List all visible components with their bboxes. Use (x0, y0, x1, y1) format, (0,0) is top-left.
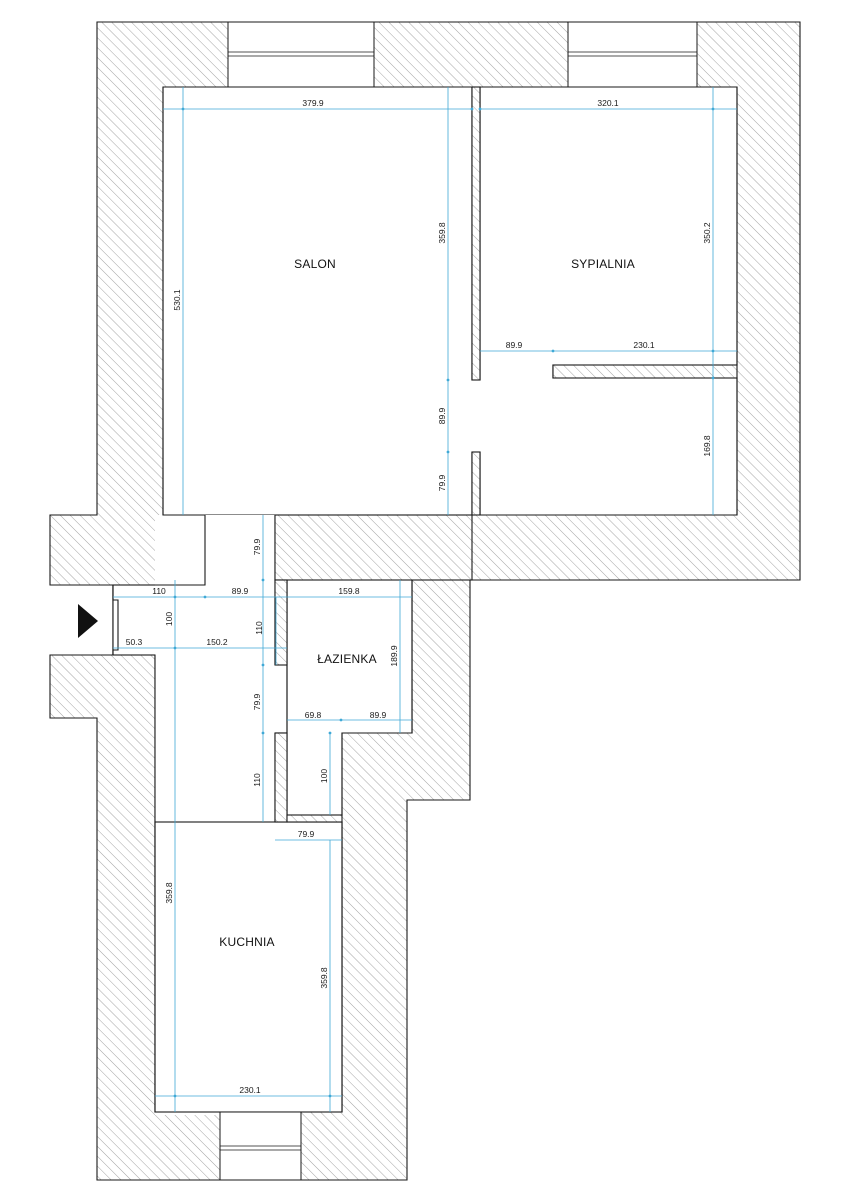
dimension-lines (113, 87, 737, 1112)
wall-bath-left (274, 579, 288, 666)
dim-lazienka-height: 189.9 (389, 645, 399, 667)
dim-hall-b: 150.2 (206, 637, 228, 647)
dim-lazienka-low-a: 69.8 (305, 710, 322, 720)
dim-kuchnia-height-left: 359.8 (164, 882, 174, 904)
room-label-lazienka: ŁAZIENKA (317, 652, 377, 666)
window-salon (227, 21, 375, 88)
room-labels: SALON SYPIALNIA ŁAZIENKA KUCHNIA (219, 257, 635, 949)
dim-kuchnia-door: 110 (252, 773, 262, 787)
dim-sypialnia-gap-a: 89.9 (506, 340, 523, 350)
dim-kuchnia-pier: 79.9 (298, 829, 315, 839)
room-label-sypialnia: SYPIALNIA (571, 257, 635, 271)
wall-syp-closet (552, 364, 738, 379)
dim-closet-height: 169.8 (702, 435, 712, 457)
dim-sypialnia-height: 350.2 (702, 222, 712, 244)
dimension-ticks (173, 107, 715, 1098)
dim-sypialnia-gap-b: 230.1 (633, 340, 655, 350)
wall-salon-syp-upper (471, 86, 481, 381)
dim-hall-a: 50.3 (126, 637, 143, 647)
dim-hall-pier-top: 79.9 (252, 538, 262, 555)
wall-niche-bottom (286, 814, 343, 823)
dim-hall-pier-bottom: 79.9 (252, 693, 262, 710)
interior-walls (274, 86, 738, 823)
interior-floor (112, 86, 738, 1115)
window-sypialnia (567, 21, 698, 88)
dim-salon-door: 89.9 (437, 407, 447, 424)
window-kuchnia (219, 1111, 302, 1181)
dim-lazienka-width: 159.8 (338, 586, 360, 596)
dim-salon-inner-height: 359.8 (437, 222, 447, 244)
entrance-arrow-icon (78, 604, 98, 638)
dimension-labels: 379.9 320.1 530.1 359.8 350.2 89.9 230.1… (126, 98, 712, 1095)
windows (219, 21, 698, 1181)
dim-entry-mid: 89.9 (232, 586, 249, 596)
room-label-salon: SALON (294, 257, 336, 271)
dim-niche-depth: 100 (319, 769, 329, 783)
dim-salon-height: 530.1 (172, 289, 182, 311)
kuchnia-floor (154, 821, 343, 1113)
dim-kuchnia-height-right: 359.8 (319, 967, 329, 989)
dim-lazienka-low-b: 89.9 (370, 710, 387, 720)
wall-salon-syp-lower (471, 451, 481, 516)
dim-salon-width: 379.9 (302, 98, 324, 108)
wall-niche-left (274, 732, 288, 823)
dim-sypialnia-width: 320.1 (597, 98, 619, 108)
dim-kuchnia-width: 230.1 (239, 1085, 261, 1095)
dim-lazienka-door: 110 (254, 621, 264, 635)
dim-entry-depth: 100 (164, 612, 174, 626)
dim-salon-pier: 79.9 (437, 474, 447, 491)
wall-salon-bath (274, 514, 473, 581)
room-label-kuchnia: KUCHNIA (219, 935, 274, 949)
dim-entry-left: 110 (152, 586, 166, 596)
